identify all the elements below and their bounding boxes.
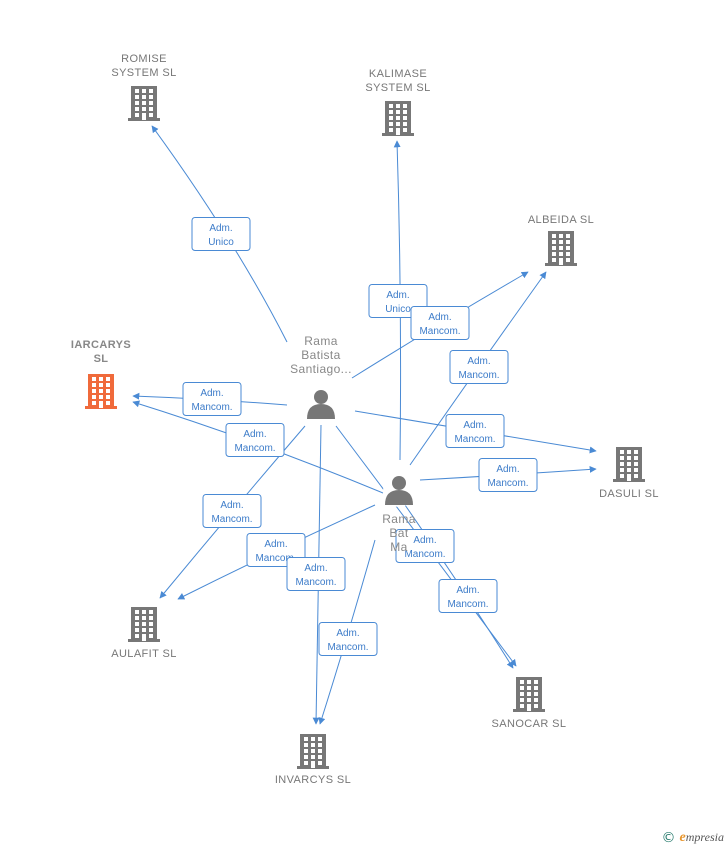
edge-label-box — [410, 306, 470, 340]
node-label-p1: Batista — [301, 348, 341, 362]
edge-label-box — [449, 350, 509, 384]
edge-label-text: Adm. — [209, 223, 232, 234]
building-icon — [513, 677, 545, 712]
node-aulafit[interactable]: AULAFIT SL — [111, 607, 177, 660]
edge-label-box — [182, 382, 242, 416]
node-romise[interactable]: ROMISE SYSTEM SL — [111, 53, 176, 121]
edge-label-text: Mancom. — [404, 549, 445, 560]
edge-label-text: Mancom. — [454, 434, 495, 445]
brand-logo: empresia — [679, 830, 724, 845]
edge-label-text: Mancom. — [234, 443, 275, 454]
edge-label-text: Adm. — [467, 356, 490, 367]
edge-label-p1-dasuli[interactable]: Adm. Mancom. — [445, 414, 505, 448]
nodes-layer: ROMISE SYSTEM SL KALIMASE SYSTEM SL ALBEIDA … — [71, 53, 659, 786]
node-invarcys[interactable]: INVARCYS SL — [275, 734, 351, 786]
edge-label-text: Adm. — [200, 388, 223, 399]
edge-label-text: Adm. — [456, 585, 479, 596]
building-icon — [382, 101, 414, 136]
edge-labels-layer: Adm.UnicoAdm.UnicoAdm.Mancom.Adm.Mancom.… — [182, 217, 538, 656]
edge-label-p2-invarcys[interactable]: Adm. Mancom. — [318, 622, 378, 656]
building-icon — [85, 374, 117, 409]
edge-label-p2-iarcarys[interactable]: Adm. Mancom. — [225, 423, 285, 457]
node-label-romise: ROMISE — [121, 53, 167, 65]
edge-label-text: Mancom. — [487, 478, 528, 489]
node-dasuli[interactable]: DASULI SL — [599, 447, 659, 500]
node-iarcarys[interactable]: IARCARYS SL — [71, 339, 131, 409]
node-label-p1: Santiago... — [290, 362, 352, 376]
edge-label-text: Mancom. — [211, 514, 252, 525]
person-icon — [383, 475, 415, 507]
node-label-sanocar: SANOCAR SL — [492, 718, 567, 730]
building-icon — [128, 86, 160, 121]
edge-label-text: Unico — [385, 304, 411, 315]
edge-label-p1-sanocar[interactable]: Adm. Mancom. — [395, 529, 455, 563]
edge-label-p2-sanocar[interactable]: Adm. Mancom. — [438, 579, 498, 613]
edge-label-text: Mancom. — [327, 642, 368, 653]
edge-label-text: Adm. — [220, 500, 243, 511]
edge-label-text: Mancom. — [295, 577, 336, 588]
edge-label-text: Adm. — [243, 429, 266, 440]
node-label-iarcarys: SL — [94, 353, 109, 365]
edge-label-text: Adm. — [336, 628, 359, 639]
edge-label-text: Adm. — [304, 563, 327, 574]
building-icon — [613, 447, 645, 482]
node-label-kalimase: KALIMASE — [369, 68, 427, 80]
edge-label-p1-albeida[interactable]: Adm. Mancom. — [410, 306, 470, 340]
building-icon — [545, 231, 577, 266]
edge-label-p1-invarcys[interactable]: Adm. Mancom. — [286, 557, 346, 591]
edge-label-box — [202, 494, 262, 528]
edge-label-text: Adm. — [413, 535, 436, 546]
edge-label-text: Adm. — [463, 420, 486, 431]
edge-label-box — [286, 557, 346, 591]
edge-label-text: Unico — [208, 237, 234, 248]
edge-label-text: Mancom. — [255, 553, 296, 564]
node-label-p2: Ma — [390, 540, 407, 554]
node-label-iarcarys: IARCARYS — [71, 339, 131, 351]
edge-label-text: Adm. — [264, 539, 287, 550]
edge-label-text: Mancom. — [419, 326, 460, 337]
node-label-romise: SYSTEM SL — [111, 67, 176, 79]
edge-label-text: Mancom. — [191, 402, 232, 413]
edge-label-text: Adm. — [386, 290, 409, 301]
node-albeida[interactable]: ALBEIDA SL — [528, 214, 594, 266]
edge-label-p1-romise[interactable]: Adm. Unico — [191, 217, 251, 251]
person-icon — [305, 389, 337, 421]
node-label-kalimase: SYSTEM SL — [365, 82, 430, 94]
edge-label-p2-dasuli[interactable]: Adm. Mancom. — [478, 458, 538, 492]
edge-label-box — [191, 217, 251, 251]
edge-label-box — [478, 458, 538, 492]
node-label-invarcys: INVARCYS SL — [275, 774, 351, 786]
node-sanocar[interactable]: SANOCAR SL — [492, 677, 567, 730]
node-label-aulafit: AULAFIT SL — [111, 648, 177, 660]
edge-label-p1-aulafit[interactable]: Adm. Mancom. — [202, 494, 262, 528]
edge-label-box — [445, 414, 505, 448]
edge-label-box — [438, 579, 498, 613]
edge-label-p1-iarcarys[interactable]: Adm. Mancom. — [182, 382, 242, 416]
footer-brand: © empresia — [662, 830, 724, 846]
building-icon — [128, 607, 160, 642]
copyright-icon: © — [661, 830, 676, 846]
edge-label-text: Adm. — [496, 464, 519, 475]
node-label-p1: Rama — [304, 334, 338, 348]
node-label-p2: Rama — [382, 512, 416, 526]
edge-label-text: Mancom. — [447, 599, 488, 610]
edge-label-p2-albeida[interactable]: Adm. Mancom. — [449, 350, 509, 384]
building-icon — [297, 734, 329, 769]
node-label-dasuli: DASULI SL — [599, 488, 659, 500]
node-p1[interactable]: RamaBatistaSantiago... — [290, 334, 352, 421]
edge-label-text: Adm. — [428, 312, 451, 323]
edge-label-box — [318, 622, 378, 656]
node-label-p2: Bat — [389, 526, 408, 540]
node-label-albeida: ALBEIDA SL — [528, 214, 594, 226]
node-kalimase[interactable]: KALIMASE SYSTEM SL — [365, 68, 430, 136]
edge-label-text: Mancom. — [458, 370, 499, 381]
edge-label-box — [395, 529, 455, 563]
edge-label-box — [225, 423, 285, 457]
